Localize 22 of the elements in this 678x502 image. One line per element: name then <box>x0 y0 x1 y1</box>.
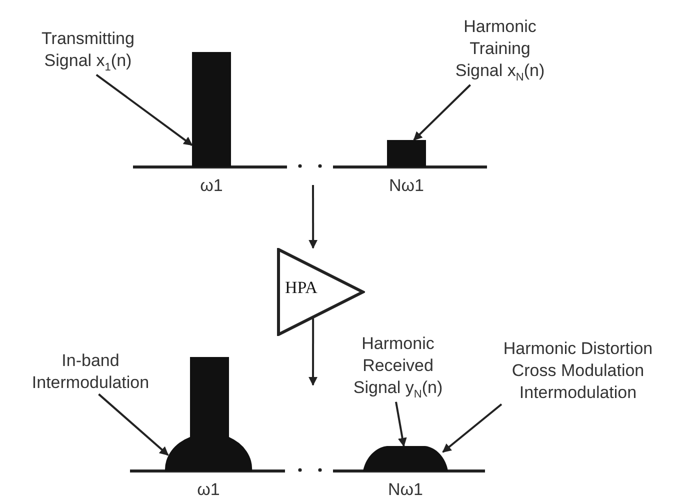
frequency-label: Nω1 <box>386 479 424 501</box>
amplifier-triangle <box>277 248 365 336</box>
leader-arrow <box>395 402 407 447</box>
frequency-label: Nω1 <box>388 175 425 197</box>
spectral-bar <box>387 140 426 167</box>
leader-arrow <box>442 404 502 453</box>
flow-arrow <box>308 185 318 249</box>
leader-arrow <box>413 84 471 141</box>
amplifier-label: HPA <box>285 278 318 298</box>
leader-arrow <box>96 74 193 146</box>
spectral-dome <box>363 446 448 471</box>
callout-label: In-band Intermodulation <box>8 350 173 394</box>
leader-arrow <box>98 393 169 456</box>
spectral-dome <box>165 357 252 471</box>
callout-label: Transmitting Signal x$_{1}$(n) <box>18 28 158 75</box>
callout-label: Harmonic Distortion Cross Modulation Intermodulation <box>493 338 663 404</box>
callout-label: Harmonic Received Signal y$_{N}$(n) <box>348 333 448 402</box>
flow-arrow <box>308 318 318 386</box>
frequency-label: ω1 <box>196 479 221 501</box>
spectral-bar <box>192 52 231 167</box>
callout-label: Harmonic Training Signal x$_{N}$(n) <box>445 16 555 85</box>
frequency-label: ω1 <box>199 175 224 197</box>
